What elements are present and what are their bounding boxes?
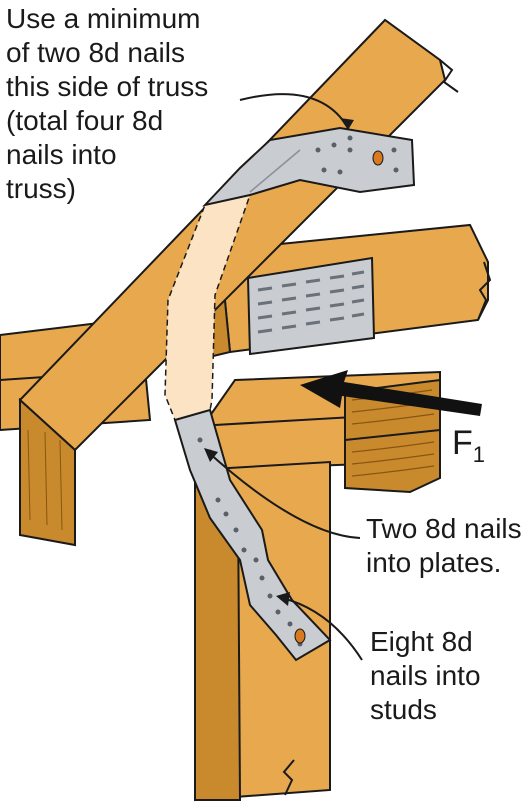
truss-plate — [246, 256, 376, 356]
force-subscript: 1 — [472, 442, 486, 467]
strap-upper-nail-holes — [315, 135, 399, 175]
force-letter: F — [452, 424, 473, 462]
strap-lower — [173, 408, 332, 662]
leader-stud-nails — [281, 597, 363, 661]
stud-nailing-note: Eight 8d nails into studs — [370, 626, 481, 725]
leader-arrows — [204, 93, 363, 661]
strap-lower-nail-holes — [197, 437, 303, 647]
plate-nailing-note: Two 8d nails into plates. — [366, 513, 522, 578]
truss-nailing-note: Use a minimum of two 8d nails this side … — [6, 3, 209, 204]
hidden-strap — [164, 193, 252, 421]
force-arrow — [300, 370, 482, 416]
vertical-stud — [194, 460, 331, 802]
force-label: F1 — [452, 424, 485, 474]
strap-upper — [202, 126, 416, 207]
leader-plate-nails — [207, 451, 361, 539]
